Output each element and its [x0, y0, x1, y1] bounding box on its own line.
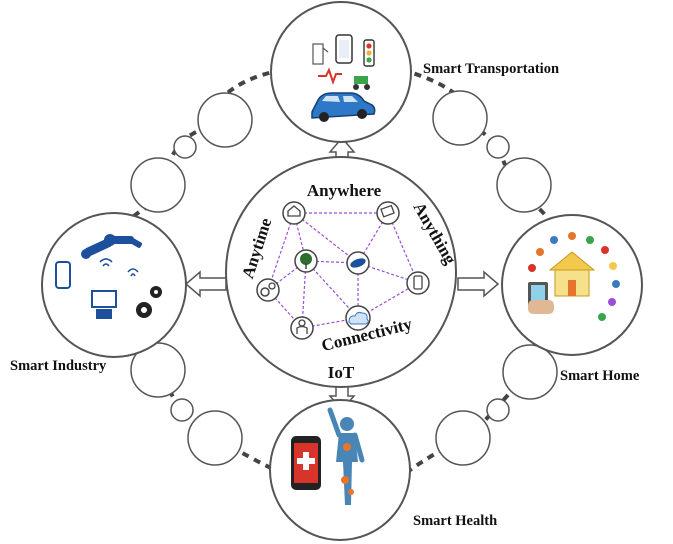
appliance-ring-icons [528, 232, 620, 321]
gear-icon [136, 286, 162, 318]
relay-nodes [130, 90, 558, 466]
person-node [290, 316, 314, 340]
heartbeat-icon [318, 67, 342, 85]
industry-node: Smart Industry [10, 212, 187, 374]
laptop-node [376, 201, 400, 225]
robot-arm-icon [81, 234, 142, 259]
car-node [346, 251, 370, 275]
computer-icon [91, 290, 117, 319]
tractor-icon [353, 76, 370, 90]
fuel-pump-icon [312, 43, 329, 65]
house-icon [548, 251, 596, 297]
home-node: Smart Home [501, 214, 643, 384]
health-node: Smart Health [269, 399, 497, 541]
tree-node [294, 249, 318, 273]
hub-label-iot: IoT [328, 363, 355, 382]
cloud-node [345, 305, 371, 331]
iot-hub: Anywhere Anytime Anything Connectivity I… [225, 156, 460, 388]
hub-word-anywhere: Anywhere [307, 181, 382, 200]
home-node [282, 201, 306, 225]
car-icon [311, 92, 376, 122]
hub-arrows [184, 136, 500, 412]
smartphone-health-icon [291, 436, 321, 490]
label-smart-home: Smart Home [560, 368, 640, 384]
gears-node [256, 278, 280, 302]
human-body-icon [327, 407, 365, 505]
traffic-light-icon [363, 39, 375, 67]
label-smart-transportation: Smart Transportation [423, 61, 559, 77]
smartphone-icon [335, 34, 353, 64]
arrow-right [457, 270, 500, 298]
phone-icon [55, 261, 71, 289]
wifi-signal-icon [99, 258, 113, 267]
wifi-signal-icon-2 [127, 268, 139, 277]
tablet-icon [528, 282, 554, 314]
transportation-node: Smart Transportation [270, 1, 559, 143]
phone-node [406, 271, 430, 295]
label-smart-industry: Smart Industry [10, 358, 107, 374]
label-smart-health: Smart Health [413, 513, 497, 529]
arrow-left [184, 270, 227, 298]
